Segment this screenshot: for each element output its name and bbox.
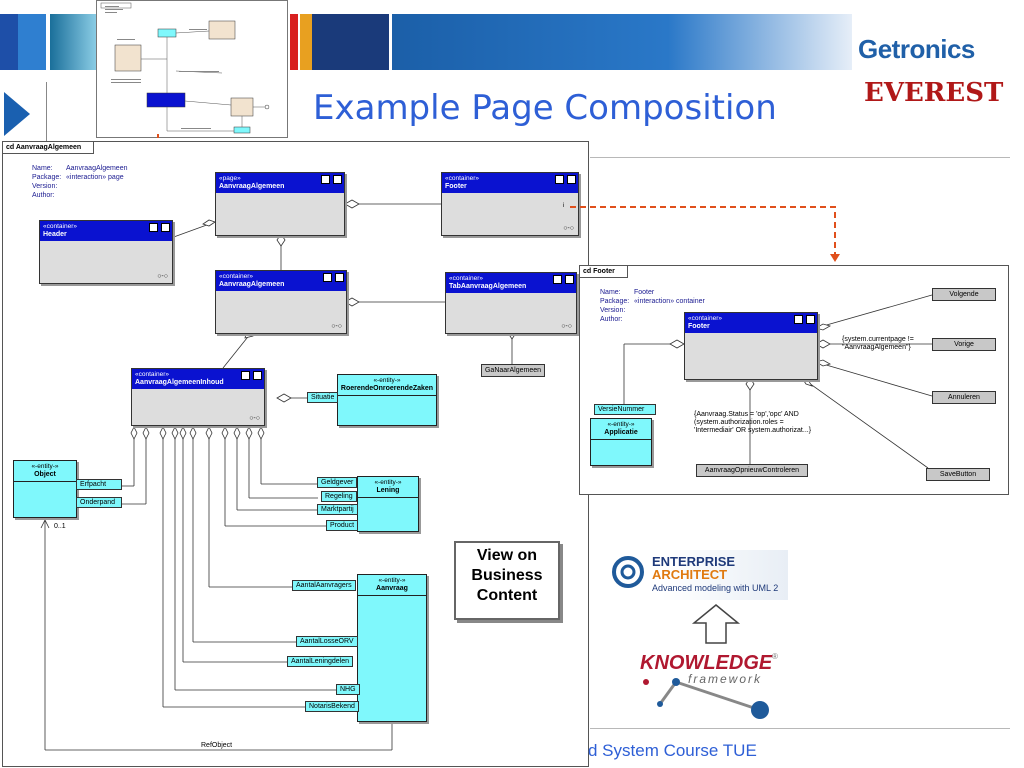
close-icon[interactable] <box>806 315 815 324</box>
footer-container-class[interactable]: «container»Footer <box>684 312 818 380</box>
close-icon[interactable] <box>333 175 342 184</box>
collapse-icon[interactable] <box>794 315 803 324</box>
ea-logo-icon <box>612 556 644 588</box>
entity-roerendeonroerendezaken[interactable]: «-entity-»RoerendeOnroerendeZaken <box>337 374 437 426</box>
entity-aanvraag[interactable]: «-entity-»Aanvraag <box>357 574 427 722</box>
container-class-header[interactable]: «container»Header ○-○ <box>39 220 173 284</box>
label-refobject: RefObject <box>201 742 233 749</box>
footer-port-marker: i <box>562 203 564 209</box>
container-class-aanvraagalgemeen[interactable]: «container»AanvraagAlgemeen ○-○ <box>215 270 347 334</box>
close-icon[interactable] <box>335 273 344 282</box>
collapse-icon[interactable] <box>241 371 250 380</box>
main-diagram-tab: cd AanvraagAlgemeen <box>3 142 95 154</box>
guard-status-authorization: {Aanvraag.Status = 'op','opc' AND (syste… <box>694 411 812 434</box>
course-footer: d System Course TUE <box>588 741 757 760</box>
aanvraagopnieuwcontroleren-button[interactable]: AanvraagOpnieuwControleren <box>696 464 808 477</box>
collapse-icon[interactable] <box>323 273 332 282</box>
savebutton-button[interactable]: SaveButton <box>926 468 990 481</box>
diagram-thumbnail <box>96 0 288 138</box>
main-diagram-connectors <box>40 199 517 751</box>
kf-network-icon <box>643 678 769 719</box>
collapse-icon[interactable] <box>321 175 330 184</box>
label-regeling: Regeling <box>321 491 357 502</box>
header-band-red <box>290 14 298 70</box>
close-icon[interactable] <box>567 175 576 184</box>
vorige-button[interactable]: Vorige <box>932 338 996 351</box>
container-class-footer[interactable]: «container»Footer i ○-○ <box>441 172 579 236</box>
collapse-icon[interactable] <box>555 175 564 184</box>
footer-diagram-connectors <box>623 294 933 469</box>
up-arrow-icon <box>691 604 741 644</box>
label-aantalaanvragers: AantalAanvragers <box>292 580 356 591</box>
label-nhg: NHG <box>336 684 360 695</box>
main-diagram-meta: Name:AanvraagAlgemeen Package:«interacti… <box>32 165 128 199</box>
collapse-icon[interactable] <box>553 275 562 284</box>
footer-diagram-tab: cd Footer <box>580 266 628 278</box>
footer-link-arrow <box>570 206 840 262</box>
knowledge-framework-logo: KNOWLEDGE ® framework <box>636 650 786 722</box>
header-band-main <box>392 14 852 70</box>
header-band-blue-1 <box>0 14 18 70</box>
label-marktpartij: Marktpartij <box>317 504 358 515</box>
label-erfpacht: Erfpacht <box>76 479 122 490</box>
label-product: Product <box>326 520 359 531</box>
label-aantallosseorv: AantalLosseORV <box>296 636 358 647</box>
container-class-aanvraagalgemeeninhoud[interactable]: «container»AanvraagAlgemeenInhoud ○-○ <box>131 368 265 426</box>
page-class-aanvraagalgemeen[interactable]: «page»AanvraagAlgemeen <box>215 172 345 236</box>
left-divider <box>46 82 47 142</box>
link-chain-icon: ○-○ <box>249 415 260 422</box>
header-band-navy <box>312 14 389 70</box>
link-chain-icon: ○-○ <box>563 225 574 232</box>
ganaaralgemeen-button[interactable]: GaNaarAlgemeen <box>481 364 545 377</box>
header-band-blue-2 <box>18 14 46 70</box>
header-band-orange <box>300 14 312 70</box>
entity-lening[interactable]: «-entity-»Lening <box>357 476 419 532</box>
volgende-button[interactable]: Volgende <box>932 288 996 301</box>
getronics-logo: Getronics <box>858 34 975 64</box>
header-band-teal <box>50 14 98 70</box>
main-diagram-frame: cd AanvraagAlgemeen Name:AanvraagAlgemee… <box>2 141 589 767</box>
label-versienummer: VersieNummer <box>594 404 656 415</box>
enterprise-architect-logo: ENTERPRISE ARCHITECT Advanced modeling w… <box>608 550 788 600</box>
collapse-icon[interactable] <box>149 223 158 232</box>
title-rule <box>590 157 1010 158</box>
link-chain-icon: ○-○ <box>561 323 572 330</box>
thumbnail-drawing <box>100 2 270 134</box>
label-onderpand: Onderpand <box>76 497 122 508</box>
label-geldgever: Geldgever <box>317 477 358 488</box>
footer-rule <box>590 728 1010 729</box>
link-chain-icon: ○-○ <box>157 273 168 280</box>
view-on-business-content-callout: View on Business Content <box>454 541 560 620</box>
close-icon[interactable] <box>253 371 262 380</box>
link-chain-icon: ○-○ <box>331 323 342 330</box>
label-notarisbekend: NotarisBekend <box>305 701 359 712</box>
footer-diagram-frame: cd Footer Name:Footer Package:«interacti… <box>579 265 1009 495</box>
container-class-tabaanvraagalgemeen[interactable]: «container»TabAanvraagAlgemeen ○-○ <box>445 272 577 334</box>
slide-arrow-icon <box>4 92 30 136</box>
everest-logo: EVEREST <box>864 78 1004 108</box>
multiplicity-label: 0..1 <box>54 523 66 530</box>
entity-applicatie[interactable]: «-entity-»Applicatie <box>590 418 652 466</box>
close-icon[interactable] <box>565 275 574 284</box>
label-aantalleningdelen: AantalLeningdelen <box>287 656 353 667</box>
page-title: Example Page Composition <box>313 88 777 128</box>
close-icon[interactable] <box>161 223 170 232</box>
footer-diagram-meta: Name:Footer Package:«interaction» contai… <box>600 289 705 323</box>
guard-currentpage: {system.currentpage != "AanvraagAlgemeen… <box>842 336 914 351</box>
entity-object[interactable]: «-entity-»Object <box>13 460 77 518</box>
annuleren-button[interactable]: Annuleren <box>932 391 996 404</box>
label-situatie: Situatie <box>307 392 339 403</box>
